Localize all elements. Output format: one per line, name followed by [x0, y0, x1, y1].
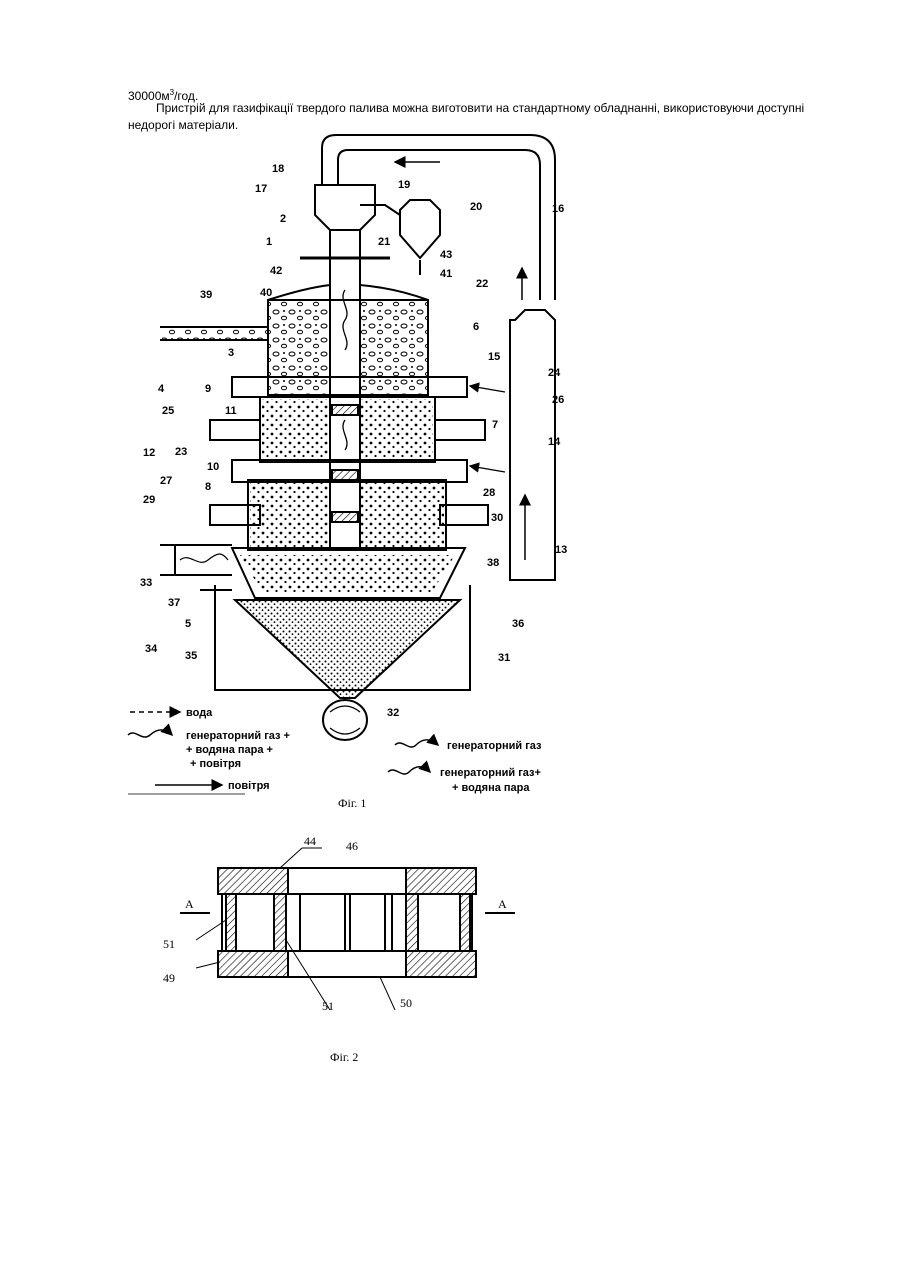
legend-gas-steam-air-3: + повітря [190, 758, 241, 770]
label-38: 38 [487, 557, 499, 569]
label-17: 17 [255, 183, 267, 195]
figure2-caption: Фіг. 2 [330, 1050, 358, 1064]
label-16: 16 [552, 203, 564, 215]
label-22: 22 [476, 278, 488, 290]
label-51-bottom: 51 [322, 999, 334, 1013]
label-3: 3 [228, 347, 234, 359]
label-6: 6 [473, 321, 479, 333]
label-34: 34 [145, 643, 158, 655]
label-30: 30 [491, 512, 503, 524]
label-32: 32 [387, 707, 399, 719]
label-8: 8 [205, 481, 211, 493]
label-33: 33 [140, 577, 152, 589]
figure2-drawing [180, 848, 515, 1010]
label-35: 35 [185, 650, 197, 662]
label-49: 49 [163, 971, 175, 985]
legend-gas-steam-air-1: генераторний газ + [186, 730, 290, 742]
figure1-legend: вода генераторний газ + + водяна пара + … [128, 707, 542, 794]
label-15: 15 [488, 351, 500, 363]
label-26: 26 [552, 394, 564, 406]
legend-gas-steam-air-2: + водяна пара + [186, 744, 273, 756]
label-42: 42 [270, 265, 282, 277]
label-20: 20 [470, 201, 482, 213]
gas-steam-air-legend-wave [128, 730, 172, 737]
legend-gen-gas: генераторний газ [447, 740, 542, 752]
label-4: 4 [158, 383, 165, 395]
legend-gas-steam-2: + водяна пара [452, 782, 530, 794]
figure1-caption: Фіг. 1 [338, 796, 366, 810]
label-14: 14 [548, 436, 561, 448]
label-24: 24 [548, 367, 561, 379]
label-29: 29 [143, 494, 155, 506]
legend-gas-steam-1: генераторний газ+ [440, 767, 541, 779]
label-1: 1 [266, 236, 272, 248]
label-12: 12 [143, 447, 155, 459]
figure2-labels: 44 46 A A 51 49 51 50 [163, 834, 507, 1013]
label-a-left: A [185, 897, 194, 911]
gasifier-drawing [160, 135, 555, 740]
label-31: 31 [498, 652, 510, 664]
label-39: 39 [200, 289, 212, 301]
label-21: 21 [378, 236, 390, 248]
label-25: 25 [162, 405, 174, 417]
label-27: 27 [160, 475, 172, 487]
label-43: 43 [440, 249, 452, 261]
label-9: 9 [205, 383, 211, 395]
label-2: 2 [280, 213, 286, 225]
label-28: 28 [483, 487, 495, 499]
label-41: 41 [440, 268, 452, 280]
label-10: 10 [207, 461, 219, 473]
label-a-right: A [498, 897, 507, 911]
label-36: 36 [512, 618, 524, 630]
gen-gas-legend-wave [395, 740, 438, 747]
label-51-left: 51 [163, 937, 175, 951]
legend-water: вода [186, 707, 213, 719]
label-50: 50 [400, 996, 412, 1010]
label-40: 40 [260, 287, 272, 299]
label-13: 13 [555, 544, 567, 556]
label-5: 5 [185, 618, 191, 630]
label-23: 23 [175, 446, 187, 458]
label-46: 46 [346, 839, 358, 853]
label-18: 18 [272, 163, 284, 175]
label-44: 44 [304, 834, 316, 848]
label-7: 7 [492, 419, 498, 431]
label-11: 11 [225, 405, 237, 417]
label-19: 19 [398, 179, 410, 191]
legend-air: повітря [228, 780, 270, 792]
label-37: 37 [168, 597, 180, 609]
gas-steam-legend-wave [388, 767, 430, 774]
